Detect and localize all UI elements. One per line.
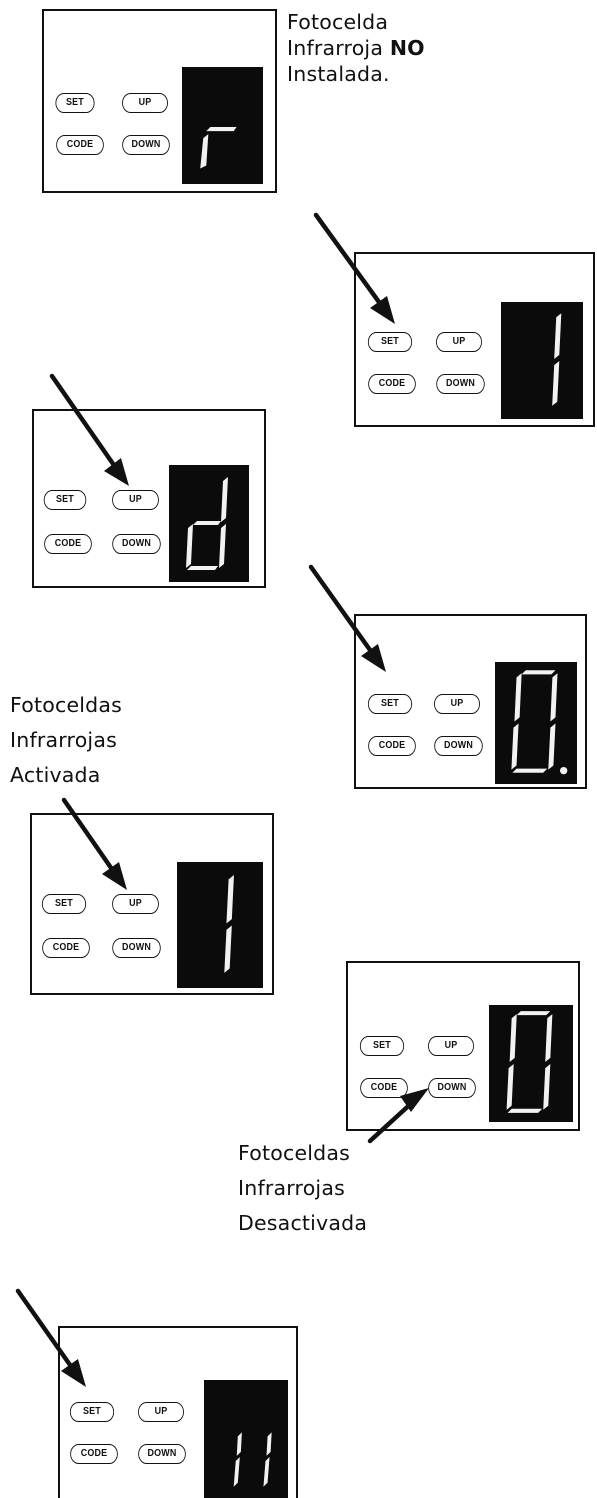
caption-line: Infrarrojas	[10, 728, 117, 752]
segment-d	[512, 768, 548, 773]
seven-segment-display	[489, 1005, 573, 1122]
set-button[interactable]: SET	[367, 332, 413, 352]
display-digits	[233, 1432, 272, 1487]
seven-segment-display	[182, 67, 263, 184]
caption-not-installed: Fotocelda Infrarroja NO Instalada.	[287, 9, 425, 87]
up-button[interactable]: UP	[112, 894, 159, 914]
seven-segment-display	[169, 465, 249, 582]
display-digits	[200, 127, 237, 169]
display-digits	[186, 477, 228, 570]
seven-segment-display	[177, 862, 263, 988]
set-button[interactable]: SET	[55, 93, 95, 113]
up-button[interactable]: UP	[436, 332, 482, 352]
segment-c	[543, 1064, 551, 1110]
set-button[interactable]: SET	[43, 490, 87, 510]
code-button[interactable]: CODE	[368, 736, 416, 756]
code-button[interactable]: CODE	[368, 374, 416, 394]
segment-b	[554, 313, 562, 359]
segment-c	[224, 925, 232, 973]
code-button[interactable]: CODE	[70, 1444, 118, 1464]
segment-b	[226, 875, 234, 924]
down-button[interactable]: DOWN	[112, 938, 161, 958]
code-button[interactable]: CODE	[56, 135, 104, 155]
up-button[interactable]: UP	[112, 490, 159, 510]
seven-segment-display	[204, 1380, 288, 1498]
display-digits	[552, 313, 562, 406]
caption-line: Infrarrojas	[238, 1176, 345, 1200]
segment-g	[206, 127, 237, 132]
segment-a	[516, 1011, 551, 1016]
caption-deactivated: Fotoceldas Infrarrojas Desactivada	[238, 1136, 367, 1241]
caption-line: Fotocelda	[287, 10, 389, 34]
segment-right-lower	[263, 1456, 270, 1487]
segment-left-upper	[236, 1432, 242, 1456]
segment-f	[514, 673, 522, 722]
code-button[interactable]: CODE	[360, 1078, 408, 1098]
display-digits	[506, 1011, 553, 1113]
caption-line: Fotoceldas	[10, 693, 123, 717]
segment-b	[221, 477, 228, 522]
seven-segment-display	[495, 662, 577, 784]
segment-e	[506, 1064, 514, 1110]
segment-d	[507, 1108, 543, 1113]
segment-e	[186, 524, 193, 568]
down-button[interactable]: DOWN	[112, 534, 161, 554]
control-panel-step-3: SET UP CODE DOWN	[32, 409, 266, 588]
down-button[interactable]: DOWN	[122, 135, 170, 155]
up-button[interactable]: UP	[428, 1036, 474, 1056]
set-button[interactable]: SET	[367, 694, 413, 714]
control-panel-step-6: SET UP CODE DOWN	[346, 961, 580, 1131]
segment-b	[550, 673, 558, 722]
segment-g	[193, 521, 221, 525]
caption-line: Desactivada	[238, 1211, 368, 1235]
control-panel-step-2: SET UP CODE DOWN	[354, 252, 595, 427]
control-panel-step-7: SET UP CODE DOWN	[58, 1326, 298, 1498]
caption-activated: Fotoceldas Infrarrojas Activada	[10, 688, 122, 793]
segment-c	[548, 723, 556, 770]
display-digits	[511, 670, 568, 775]
down-button[interactable]: DOWN	[436, 374, 485, 394]
set-button[interactable]: SET	[69, 1402, 115, 1422]
set-button[interactable]: SET	[41, 894, 87, 914]
segment-e	[200, 134, 209, 169]
segment-b	[545, 1014, 553, 1062]
segment-c	[219, 524, 226, 568]
control-panel-step-4: SET UP CODE DOWN	[354, 614, 587, 789]
segment-d	[187, 566, 218, 570]
segment-right-upper	[266, 1432, 272, 1456]
segment-f	[509, 1014, 517, 1062]
control-panel-step-1: SET UP CODE DOWN	[42, 9, 277, 193]
code-button[interactable]: CODE	[42, 938, 90, 958]
down-button[interactable]: DOWN	[138, 1444, 186, 1464]
segment-a	[521, 670, 556, 675]
control-panel-step-5: SET UP CODE DOWN	[30, 813, 274, 995]
up-button[interactable]: UP	[122, 93, 168, 113]
display-digits	[224, 875, 234, 973]
caption-line: Infrarroja NO	[287, 35, 425, 61]
caption-line: Fotoceldas	[238, 1141, 351, 1165]
segment-left-lower	[233, 1456, 240, 1487]
up-button[interactable]: UP	[434, 694, 480, 714]
caption-bold-no: NO	[389, 36, 425, 60]
up-button[interactable]: UP	[138, 1402, 184, 1422]
set-button[interactable]: SET	[359, 1036, 405, 1056]
caption-text: Infrarroja	[287, 36, 390, 60]
segment-c	[552, 361, 560, 406]
caption-line: Instalada.	[287, 62, 390, 86]
segment-e	[511, 723, 519, 770]
down-button[interactable]: DOWN	[434, 736, 483, 756]
down-button[interactable]: DOWN	[428, 1078, 476, 1098]
code-button[interactable]: CODE	[44, 534, 92, 554]
seven-segment-display	[501, 302, 583, 419]
caption-line: Activada	[10, 763, 101, 787]
segment-dp	[559, 766, 568, 775]
